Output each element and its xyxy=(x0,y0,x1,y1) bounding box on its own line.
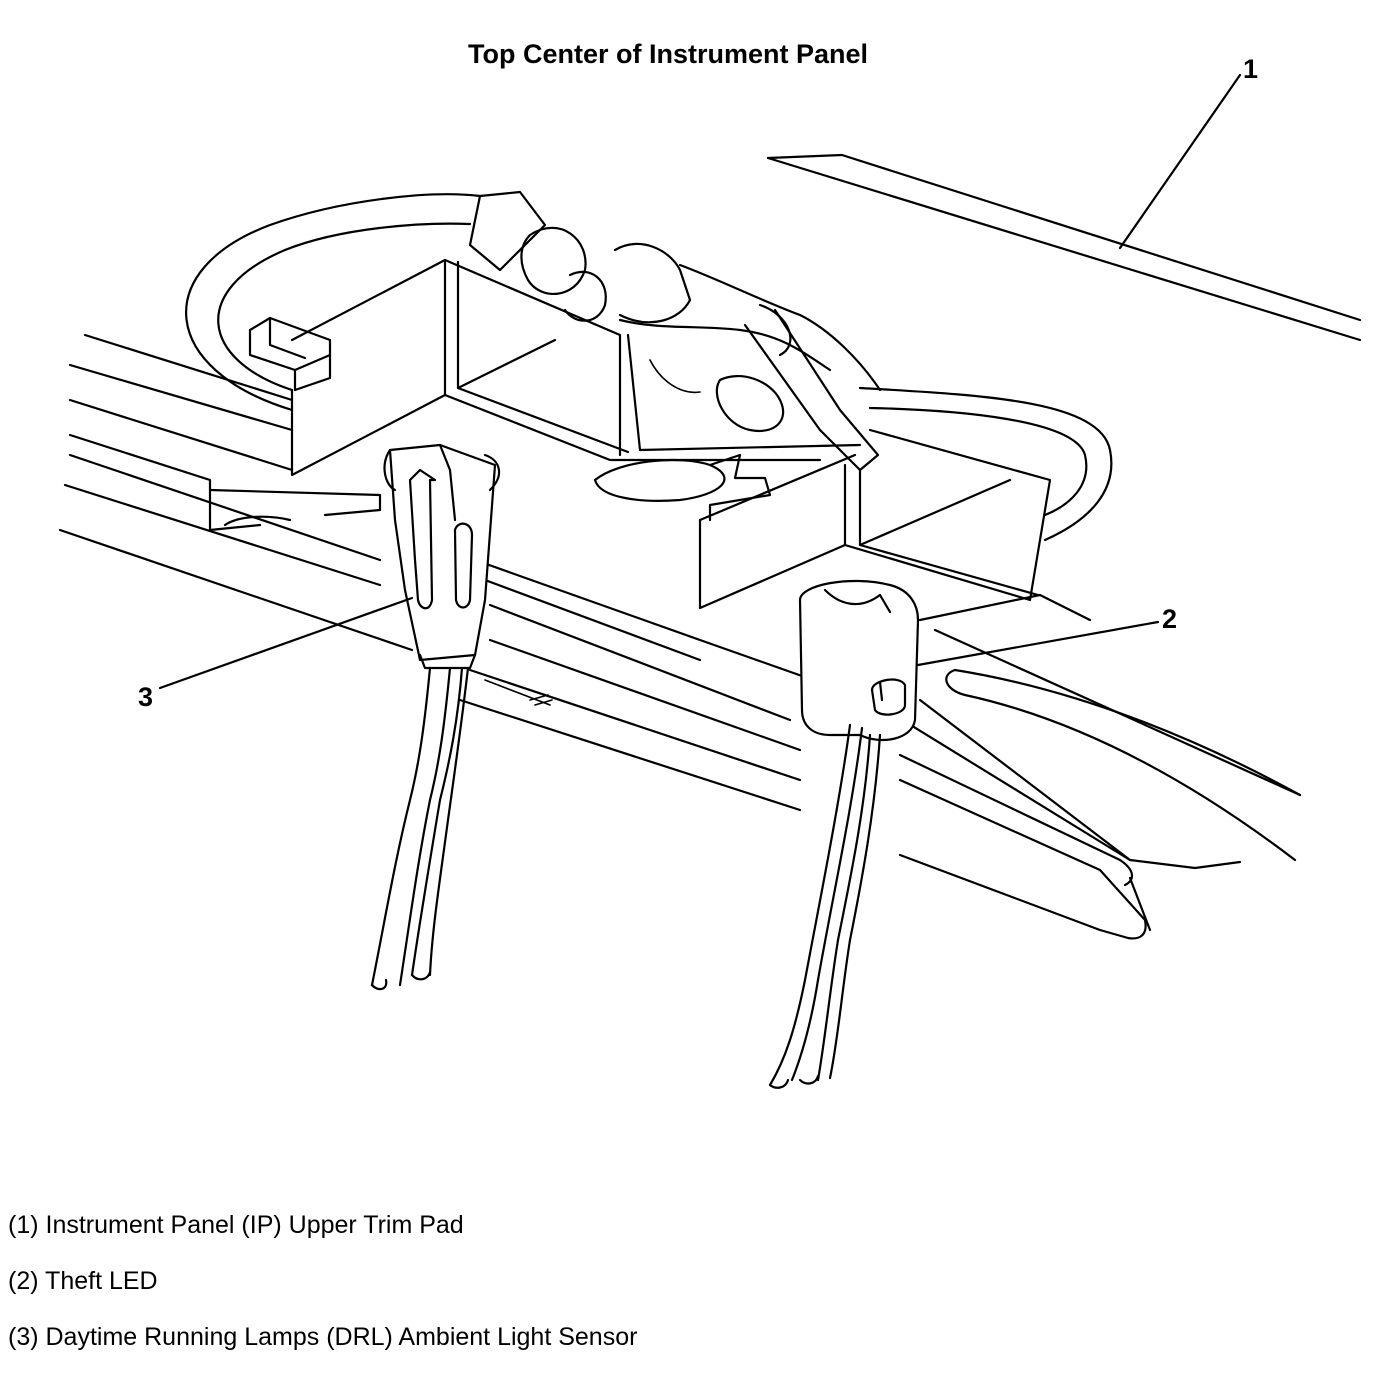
legend-item-1: (1) Instrument Panel (IP) Upper Trim Pad xyxy=(8,1211,464,1239)
wiring-harness xyxy=(468,190,882,472)
callout-3-number: 3 xyxy=(138,682,153,712)
instrument-panel-top xyxy=(58,333,1302,940)
parts-legend: (1) Instrument Panel (IP) Upper Trim Pad… xyxy=(8,1210,1008,1378)
ambient-light-sensor xyxy=(370,443,501,991)
diagram-title: Top Center of Instrument Panel xyxy=(467,39,869,69)
housing-outline xyxy=(185,193,1113,542)
callout-1-number: 1 xyxy=(1243,54,1258,84)
instrument-panel-drawing: 1 2 3 xyxy=(58,54,1362,1089)
mounting-bracket xyxy=(248,258,1052,610)
legend-item-3: (3) Daytime Running Lamps (DRL) Ambient … xyxy=(8,1323,638,1351)
theft-led xyxy=(768,579,920,1089)
upper-trim-pad xyxy=(766,153,1362,342)
callout-2-number: 2 xyxy=(1162,604,1177,634)
legend-item-2: (2) Theft LED xyxy=(8,1267,158,1295)
callouts: 1 2 3 xyxy=(138,54,1258,712)
